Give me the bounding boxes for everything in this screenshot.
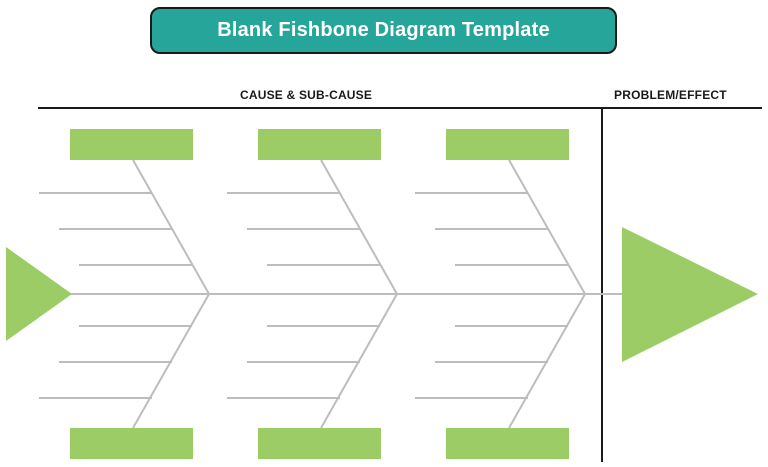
cause-box-top-1[interactable] — [70, 129, 193, 160]
cause-box-bottom-1[interactable] — [70, 428, 193, 459]
title-banner: Blank Fishbone Diagram Template — [150, 7, 617, 54]
cause-box-bottom-2[interactable] — [258, 428, 381, 459]
tail-arrow — [6, 247, 72, 341]
effect-section-label: PROBLEM/EFFECT — [614, 88, 727, 102]
cause-section-label: CAUSE & SUB-CAUSE — [240, 88, 373, 102]
branch-group-1 — [39, 129, 210, 459]
effect-arrow-head — [622, 227, 758, 362]
branch-group-3 — [415, 129, 586, 459]
page-title: Blank Fishbone Diagram Template — [217, 19, 550, 41]
main-bone-top-3 — [508, 159, 586, 295]
cause-box-bottom-3[interactable] — [446, 428, 569, 459]
main-bone-top-1 — [132, 159, 210, 295]
main-bone-top-2 — [320, 159, 398, 295]
branch-group-2 — [227, 129, 398, 459]
cause-box-top-2[interactable] — [258, 129, 381, 160]
cause-box-top-3[interactable] — [446, 129, 569, 160]
